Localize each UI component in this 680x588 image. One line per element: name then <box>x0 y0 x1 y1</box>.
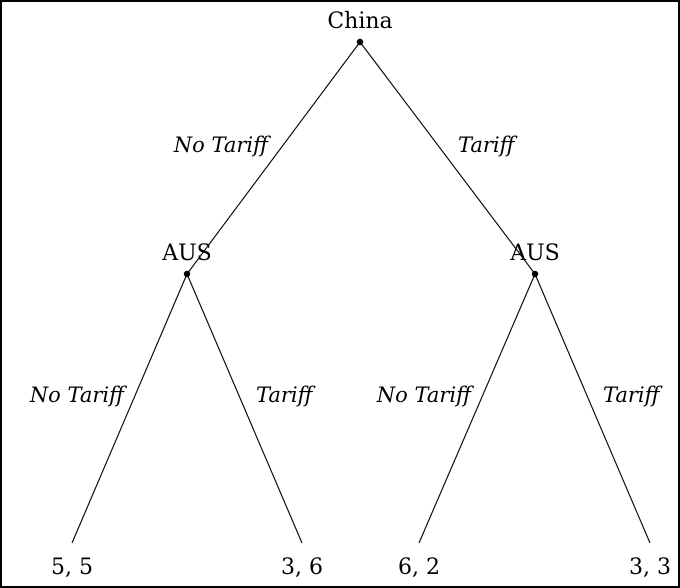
node-label-aus-left: AUS <box>161 241 212 266</box>
payoff-4: 3, 3 <box>629 555 671 580</box>
payoff-2: 3, 6 <box>281 555 323 580</box>
edge-right-left <box>418 273 536 544</box>
edge-right-right <box>534 273 651 544</box>
edge-left-right <box>186 273 303 544</box>
edge-left-left <box>71 273 188 544</box>
payoff-3: 6, 2 <box>398 555 440 580</box>
edge-root-left <box>186 41 361 275</box>
edge-label-root-left: No Tariff <box>173 133 271 157</box>
edge-label-root-right: Tariff <box>458 133 518 157</box>
node-dot-right <box>531 270 539 278</box>
edge-root-right <box>359 41 536 275</box>
edge-label-left-right: Tariff <box>256 383 316 407</box>
edge-label-right-right: Tariff <box>603 383 663 407</box>
payoff-1: 5, 5 <box>51 555 93 580</box>
node-label-china: China <box>327 9 392 34</box>
edge-label-right-left: No Tariff <box>376 383 474 407</box>
node-dot-left <box>183 270 191 278</box>
node-dot-root <box>356 38 364 46</box>
node-label-aus-right: AUS <box>509 241 560 266</box>
edge-label-left-left: No Tariff <box>29 383 127 407</box>
